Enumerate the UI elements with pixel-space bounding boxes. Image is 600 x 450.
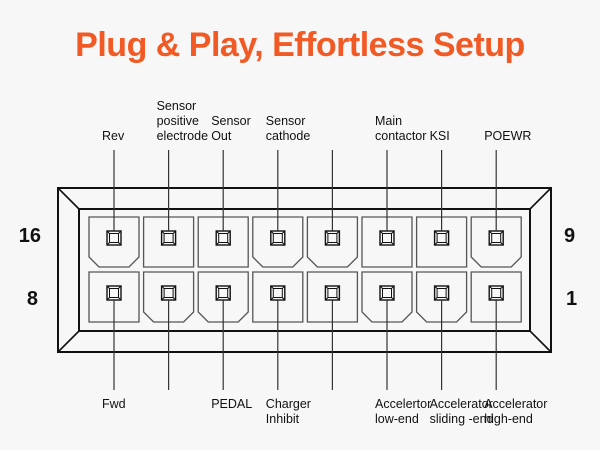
pin-cell bbox=[197, 271, 249, 323]
pin-cell bbox=[306, 216, 359, 268]
pin-label: sliding -end bbox=[430, 412, 494, 426]
pin-label: positive bbox=[157, 114, 199, 128]
housing-outer-frame bbox=[57, 187, 552, 353]
pin-label: Accelerator bbox=[430, 397, 493, 411]
pin-label: Fwd bbox=[102, 397, 126, 411]
pin-label: PEDAL bbox=[211, 397, 252, 411]
pin-label: low-end bbox=[375, 412, 419, 426]
bevel-line bbox=[57, 187, 80, 210]
pin-number-8: 8 bbox=[27, 288, 38, 310]
pin-label: cathode bbox=[266, 129, 311, 143]
housing-inner-frame bbox=[78, 208, 531, 332]
pin-cell bbox=[470, 271, 522, 323]
pin-number-9: 9 bbox=[564, 225, 575, 247]
pin-terminal-icon bbox=[433, 285, 450, 301]
pin-terminal-icon bbox=[160, 285, 177, 301]
pin-cell bbox=[361, 216, 413, 268]
pin-label: Inhibit bbox=[266, 412, 300, 426]
pin-label: KSI bbox=[430, 129, 450, 143]
pin-label: electrode bbox=[157, 129, 208, 143]
pin-terminal-icon bbox=[160, 230, 177, 246]
pin-terminal-icon bbox=[215, 230, 231, 246]
bevel-line bbox=[529, 330, 552, 353]
pin-cell bbox=[361, 271, 413, 323]
pin-label: POEWR bbox=[484, 129, 531, 143]
pin-cell bbox=[252, 271, 304, 323]
pin-cell bbox=[142, 271, 195, 323]
connector-housing bbox=[57, 187, 552, 353]
pin-terminal-icon bbox=[433, 230, 450, 246]
pin-terminal-icon bbox=[106, 285, 122, 301]
pin-terminal-icon bbox=[379, 285, 395, 301]
pin-terminal-icon bbox=[324, 285, 341, 301]
pin-label: Out bbox=[211, 129, 232, 143]
pin-cell bbox=[415, 216, 468, 268]
pin-label: Sensor bbox=[211, 114, 251, 128]
pin-label: Accelertor bbox=[375, 397, 431, 411]
bevel-line bbox=[57, 330, 80, 353]
pin-terminal-icon bbox=[488, 230, 504, 246]
pin-cell bbox=[197, 216, 249, 268]
pin-label: Accelerator bbox=[484, 397, 547, 411]
pin-cell bbox=[88, 216, 140, 268]
pin-label: Rev bbox=[102, 129, 125, 143]
pin-label: Sensor bbox=[157, 99, 197, 113]
pin-number-16: 16 bbox=[19, 225, 41, 247]
pin-cell bbox=[252, 216, 304, 268]
pin-label: Sensor bbox=[266, 114, 306, 128]
pin-cell bbox=[306, 271, 359, 323]
pin-label: Charger bbox=[266, 397, 311, 411]
pin-cell bbox=[415, 271, 468, 323]
pin-label: high-end bbox=[484, 412, 533, 426]
pin-number-1: 1 bbox=[566, 288, 577, 310]
page-title: Plug & Play, Effortless Setup bbox=[75, 26, 525, 64]
pin-cell bbox=[142, 216, 195, 268]
pin-label: contactor bbox=[375, 129, 426, 143]
pin-terminal-icon bbox=[106, 230, 122, 246]
pin-cell bbox=[88, 271, 140, 323]
pin-terminal-icon bbox=[215, 285, 231, 301]
pin-terminal-icon bbox=[488, 285, 504, 301]
pin-terminal-icon bbox=[270, 230, 286, 246]
pin-label: Main bbox=[375, 114, 402, 128]
bevel-line bbox=[529, 187, 552, 210]
pin-terminal-icon bbox=[270, 285, 286, 301]
pin-terminal-icon bbox=[324, 230, 341, 246]
pin-terminal-icon bbox=[379, 230, 395, 246]
pin-cell bbox=[470, 216, 522, 268]
